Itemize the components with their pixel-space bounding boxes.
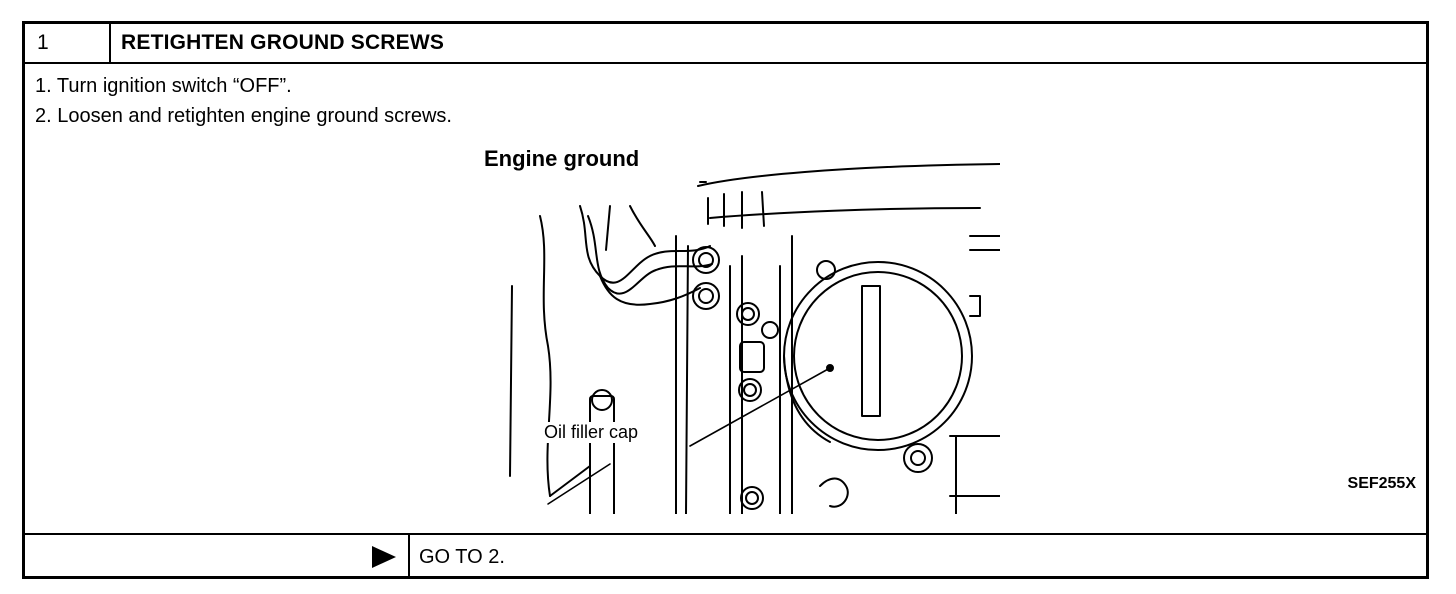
step-number: 1 (25, 24, 111, 62)
engine-drawing (509, 163, 1001, 515)
procedure-table: 1 RETIGHTEN GROUND SCREWS 1. Turn igniti… (22, 21, 1429, 579)
instruction-1: 1. Turn ignition switch “OFF”. (35, 75, 292, 97)
right-triangle-icon (372, 546, 396, 568)
engine-ground-label: Engine ground (484, 146, 644, 172)
step-header: 1 RETIGHTEN GROUND SCREWS (25, 24, 1426, 64)
step-title: RETIGHTEN GROUND SCREWS (121, 31, 445, 54)
step-body: 1. Turn ignition switch “OFF”. 2. Loosen… (25, 64, 1426, 532)
engine-illustration: Engine ground Oil filler cap (480, 146, 1001, 515)
instruction-2: 2. Loosen and retighten engine ground sc… (35, 105, 452, 127)
oil-filler-cap-label: Oil filler cap (542, 422, 641, 443)
arrow-cell (25, 535, 410, 579)
next-step-link[interactable]: GO TO 2. (419, 546, 505, 568)
step-footer: GO TO 2. (25, 533, 1426, 579)
figure-reference-code: SEF255X (1347, 475, 1416, 492)
